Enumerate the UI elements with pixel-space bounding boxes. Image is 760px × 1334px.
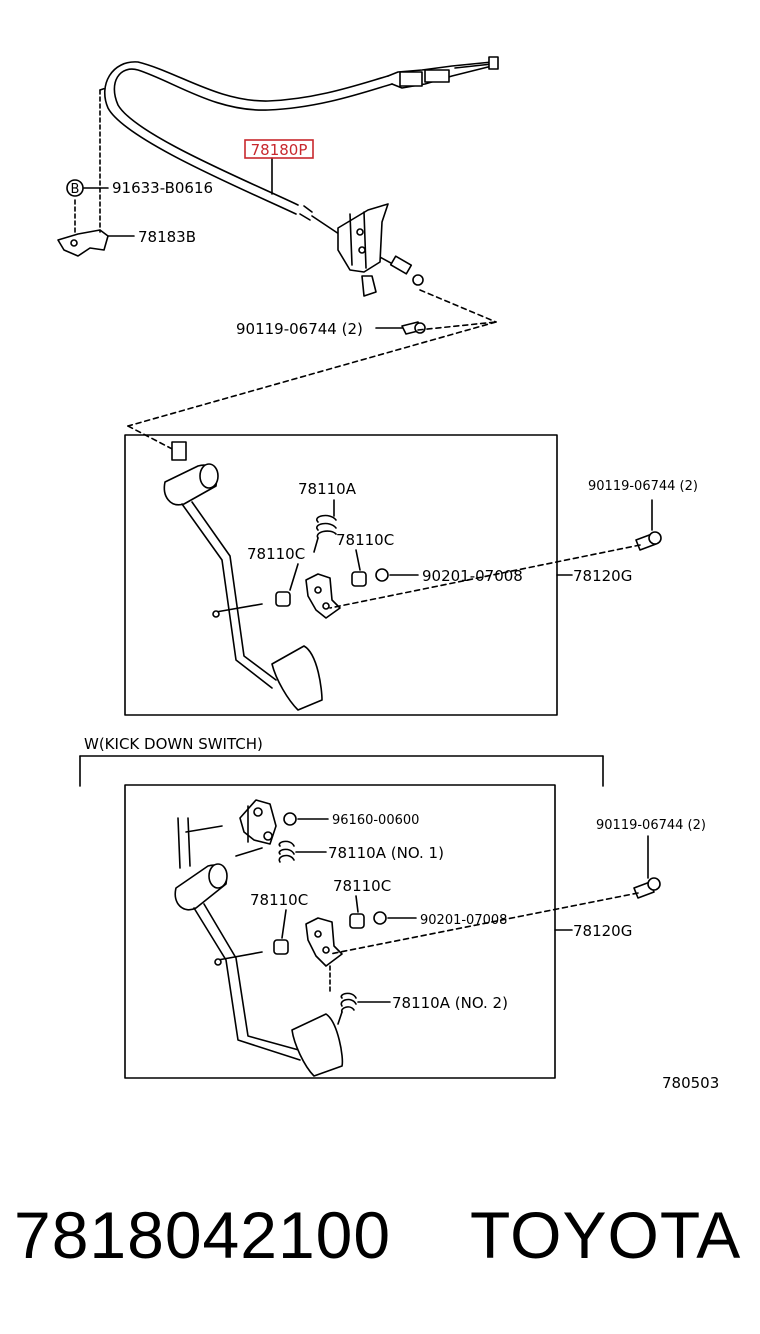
bush-left-label-low[interactable]: 78110C — [250, 891, 308, 909]
bush-right-label-low[interactable]: 78110C — [333, 877, 391, 895]
pedal-assembly-label-mid[interactable]: 78120G — [573, 567, 632, 585]
footer-brand: TOYOTA — [470, 1198, 742, 1272]
bolt-mid — [329, 531, 662, 609]
bush-left-label-mid[interactable]: 78110C — [247, 545, 305, 563]
return-spring-no1 — [278, 840, 295, 863]
washer-label-low[interactable]: 96160-00600 — [332, 813, 419, 828]
bolt-b-marker — [66, 179, 84, 197]
clamp-label[interactable]: 78183B — [138, 228, 196, 246]
variant-bracket — [79, 755, 604, 787]
spring-no1-label-low[interactable]: 78110A (NO. 1) — [328, 844, 444, 862]
accelerator-cable — [103, 56, 499, 286]
cable-clamp — [57, 87, 109, 257]
bolt-b-marker-label: B — [71, 182, 80, 197]
nut-label-mid[interactable]: 90201-07008 — [422, 567, 523, 585]
kickdown-switch — [235, 799, 277, 857]
connector-line-top — [127, 321, 497, 427]
bush-right-low — [349, 913, 365, 929]
pedal-bracket-mid — [305, 573, 341, 619]
variant-title: W(KICK DOWN SWITCH) — [84, 735, 263, 753]
kickdown-pedal-arm — [174, 817, 344, 1077]
footer-part-number: 7818042100 — [14, 1198, 392, 1272]
bolt-b-label[interactable]: 91633-B0616 — [112, 179, 213, 197]
nut-low — [373, 911, 387, 925]
spring-label-mid[interactable]: 78110A — [298, 480, 357, 498]
diagram-code: 780503 — [662, 1074, 719, 1092]
bush-right-mid — [351, 571, 367, 587]
cable-bracket — [337, 203, 389, 297]
bush-right-label-mid[interactable]: 78110C — [336, 531, 394, 549]
cable-part-label[interactable]: 78180P — [251, 141, 308, 159]
bracket-bolt-label[interactable]: 90119-06744 (2) — [236, 320, 363, 338]
bracket-bolt — [401, 289, 497, 335]
pedal-assembly-label-low[interactable]: 78120G — [573, 922, 632, 940]
bolt-label-mid[interactable]: 90119-06744 (2) — [588, 479, 698, 494]
accelerator-pedal-arm — [163, 441, 323, 711]
nut-label-low[interactable]: 90201-07008 — [420, 913, 507, 928]
return-spring-no2 — [329, 965, 357, 1025]
spring-no2-label-low[interactable]: 78110A (NO. 2) — [392, 994, 508, 1012]
bolt-label-low[interactable]: 90119-06744 (2) — [596, 818, 706, 833]
bush-left-mid — [275, 591, 291, 607]
return-spring-mid — [313, 514, 337, 553]
washer-low — [283, 812, 297, 826]
bolt-low — [329, 877, 661, 955]
kickdown-assembly-frame — [124, 784, 556, 1079]
cable-label-highlight — [244, 139, 314, 159]
nut-mid — [375, 568, 389, 582]
bush-left-low — [273, 939, 289, 955]
pedal-bracket-low — [305, 917, 343, 967]
